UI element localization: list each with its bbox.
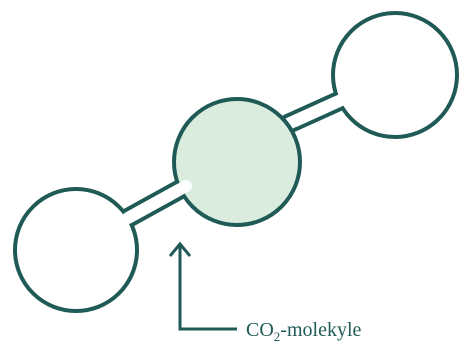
oxygen-atom-left [13, 187, 139, 313]
oxygen-atom-right [331, 11, 459, 139]
molecule-label: CO2-molekyle [246, 319, 362, 344]
bond-right-inner [289, 90, 356, 127]
label-suffix: -molekyle [280, 319, 361, 341]
label-subscript: 2 [274, 329, 281, 344]
label-pointer-arrow [168, 241, 237, 331]
label-main: CO [246, 319, 274, 341]
bond-left-inner [122, 180, 192, 224]
carbon-atom-center [172, 97, 302, 227]
